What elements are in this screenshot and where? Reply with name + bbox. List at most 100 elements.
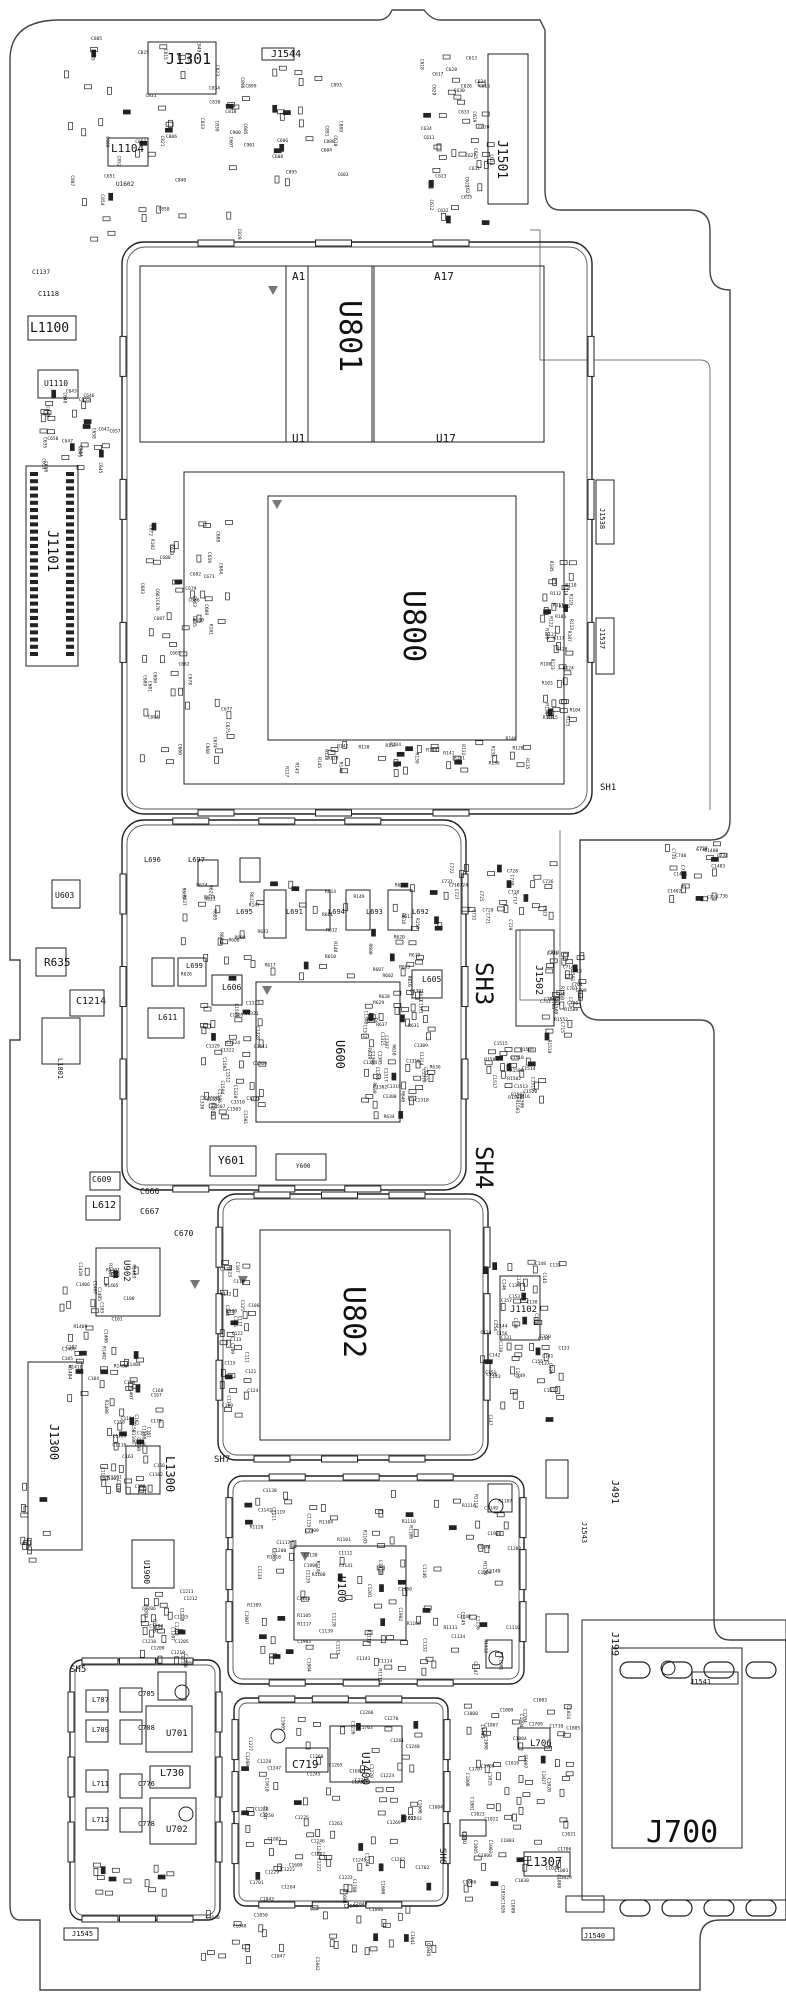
designator-label: C681 xyxy=(147,681,153,692)
connector-pin xyxy=(66,500,74,505)
passive-pad xyxy=(375,1509,383,1514)
passive-pad xyxy=(259,1634,267,1640)
component-body xyxy=(85,1719,109,1743)
passive-pad xyxy=(174,1656,179,1665)
passive-pad xyxy=(142,1627,148,1635)
passive-pad xyxy=(270,967,276,976)
passive-pad xyxy=(514,1047,523,1053)
passive-pad xyxy=(481,111,490,117)
connector-pin xyxy=(30,594,38,599)
passive-pad xyxy=(429,890,438,895)
passive-pad xyxy=(468,1614,477,1620)
passive-pad xyxy=(356,1915,362,1924)
designator-label: R120 xyxy=(556,647,567,653)
designator-label: C669 xyxy=(203,604,209,615)
passive-pad xyxy=(305,1528,313,1534)
designator-label: R1120 xyxy=(250,1524,264,1530)
passive-pad xyxy=(546,963,554,968)
designator-label: R122 xyxy=(548,616,554,627)
passive-pad xyxy=(441,213,446,221)
passive-pad xyxy=(98,118,104,127)
pin1-marker xyxy=(262,986,272,995)
connector-pin xyxy=(30,544,38,548)
component-body xyxy=(131,1539,175,1589)
passive-pad xyxy=(433,1566,442,1572)
designator-label: C127 xyxy=(514,1368,520,1379)
passive-pad xyxy=(429,179,434,188)
passive-pad xyxy=(509,1062,517,1068)
designator-label: C1404 xyxy=(127,1362,141,1368)
connector-pin xyxy=(30,637,38,642)
passive-pad xyxy=(523,894,529,902)
designator-label: C1021 xyxy=(562,1831,576,1837)
designator-label: C714 xyxy=(563,965,574,971)
passive-pad xyxy=(496,1512,505,1518)
designator-label: C1027 xyxy=(540,1771,546,1785)
passive-pad xyxy=(578,979,587,984)
connector-pin xyxy=(30,616,38,620)
passive-pad xyxy=(493,1762,501,1767)
passive-pad xyxy=(153,1598,159,1607)
designator-label: C169 xyxy=(124,1380,135,1386)
shield-tab xyxy=(119,1657,156,1665)
designator-label: C1030 xyxy=(515,1878,529,1884)
passive-pad xyxy=(446,215,451,224)
passive-pad xyxy=(393,761,402,767)
passive-pad xyxy=(100,1369,109,1375)
passive-pad xyxy=(486,1066,492,1074)
label-y601: Y601 xyxy=(218,1154,245,1167)
component-body xyxy=(183,471,565,785)
passive-pad xyxy=(75,1369,84,1374)
designator-label: C1268 xyxy=(310,1754,324,1760)
pin1-marker xyxy=(268,286,278,295)
passive-pad xyxy=(563,604,568,612)
passive-pad xyxy=(101,443,110,449)
passive-pad xyxy=(436,143,442,152)
designator-label: R1115 xyxy=(377,1668,383,1682)
passive-pad xyxy=(562,1732,571,1738)
label-l697: L697 xyxy=(188,856,205,864)
designator-label: C1207 xyxy=(169,1627,175,1641)
passive-pad xyxy=(389,953,395,962)
designator-label: C1148 xyxy=(457,1614,471,1620)
passive-pad xyxy=(567,1020,573,1028)
passive-pad xyxy=(453,1498,461,1504)
designator-label: C161 xyxy=(145,1427,151,1438)
designator-label: C1247 xyxy=(267,1765,281,1771)
designator-label: R640 xyxy=(400,1091,406,1102)
component-body xyxy=(371,265,545,443)
passive-pad xyxy=(466,1726,472,1735)
connector-pin xyxy=(66,644,74,649)
passive-pad xyxy=(69,443,75,451)
passive-pad xyxy=(463,1884,469,1893)
passive-pad xyxy=(475,123,484,129)
designator-label: C726 xyxy=(543,879,554,885)
passive-pad xyxy=(562,1776,570,1781)
designator-label: C662 xyxy=(179,662,190,668)
passive-pad xyxy=(346,973,355,979)
designator-label: C1005 xyxy=(472,1840,478,1854)
designator-label: C716 xyxy=(449,883,460,889)
label-l1300: L1300 xyxy=(163,1456,177,1492)
label-u1900: U1900 xyxy=(142,1560,151,1584)
passive-pad xyxy=(497,864,502,873)
designator-label: R1408 xyxy=(103,1400,109,1414)
passive-pad xyxy=(298,902,307,908)
passive-pad xyxy=(410,926,419,931)
passive-pad xyxy=(541,1014,550,1020)
passive-pad xyxy=(400,882,409,888)
shield-tab xyxy=(432,809,470,817)
designator-label: C635 xyxy=(42,437,48,448)
passive-pad xyxy=(371,1748,380,1753)
designator-label: C854 xyxy=(99,194,105,205)
passive-pad xyxy=(208,1103,217,1109)
passive-pad xyxy=(514,1352,523,1358)
passive-pad xyxy=(140,1614,146,1623)
connector-pad xyxy=(745,1661,777,1679)
designator-label: C1219 xyxy=(171,1650,185,1656)
passive-pad xyxy=(80,442,89,448)
passive-pad xyxy=(156,205,162,214)
passive-pad xyxy=(330,747,339,752)
shield-tab xyxy=(388,1191,426,1199)
designator-label: C723 xyxy=(542,905,548,916)
